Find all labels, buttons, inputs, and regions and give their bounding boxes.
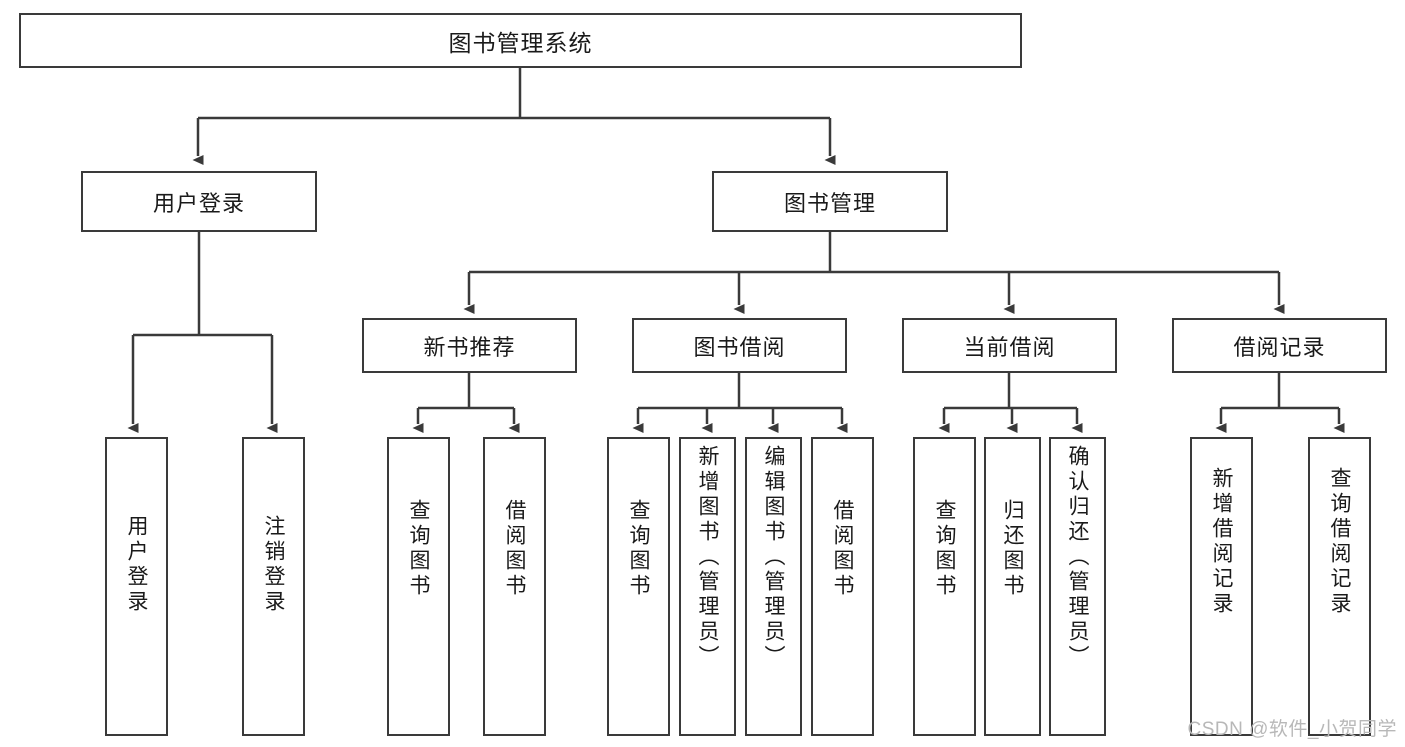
node-root[interactable]: 图书管理系统 xyxy=(19,13,1022,68)
leaf-add-record-label: 新增借阅记录 xyxy=(1210,467,1233,617)
leaf-user-login-label: 用户登录 xyxy=(125,515,148,615)
leaf-query-record-label: 查询借阅记录 xyxy=(1328,467,1351,617)
leaf-confirm-return-label: 确认归还（管理员） xyxy=(1066,445,1089,670)
node-current-borrow-label: 当前借阅 xyxy=(963,334,1056,360)
leaf-return-book-label: 归还图书 xyxy=(1001,499,1024,599)
leaf-logout-label: 注销登录 xyxy=(262,515,285,615)
node-book-borrow[interactable]: 图书借阅 xyxy=(632,318,847,373)
leaf-edit-book-label: 编辑图书（管理员） xyxy=(762,445,785,670)
leaf-borrow-book-2-label: 借阅图书 xyxy=(831,499,854,599)
leaf-logout[interactable]: 注销登录 xyxy=(242,437,305,736)
leaf-add-book[interactable]: 新增图书（管理员） xyxy=(679,437,736,736)
node-borrow-record[interactable]: 借阅记录 xyxy=(1172,318,1387,373)
leaf-edit-book[interactable]: 编辑图书（管理员） xyxy=(745,437,802,736)
node-new-book-rec[interactable]: 新书推荐 xyxy=(362,318,577,373)
node-borrow-record-label: 借阅记录 xyxy=(1233,334,1326,360)
leaf-query-book-2-label: 查询图书 xyxy=(627,499,650,599)
leaf-query-book-2[interactable]: 查询图书 xyxy=(607,437,670,736)
leaf-return-book[interactable]: 归还图书 xyxy=(984,437,1041,736)
leaf-add-record[interactable]: 新增借阅记录 xyxy=(1190,437,1253,736)
leaf-confirm-return[interactable]: 确认归还（管理员） xyxy=(1049,437,1106,736)
leaf-query-book-1[interactable]: 查询图书 xyxy=(387,437,450,736)
node-user-login[interactable]: 用户登录 xyxy=(81,171,317,232)
leaf-query-book-1-label: 查询图书 xyxy=(407,499,430,599)
node-user-login-label: 用户登录 xyxy=(152,190,245,216)
leaf-add-book-label: 新增图书（管理员） xyxy=(696,445,719,670)
node-book-manage-label: 图书管理 xyxy=(783,190,876,216)
node-current-borrow[interactable]: 当前借阅 xyxy=(902,318,1117,373)
leaf-borrow-book-1-label: 借阅图书 xyxy=(503,499,526,599)
node-new-book-rec-label: 新书推荐 xyxy=(423,334,516,360)
leaf-user-login[interactable]: 用户登录 xyxy=(105,437,168,736)
node-book-borrow-label: 图书借阅 xyxy=(693,334,786,360)
node-root-label: 图书管理系统 xyxy=(448,29,593,56)
leaf-query-book-3-label: 查询图书 xyxy=(933,499,956,599)
leaf-borrow-book-2[interactable]: 借阅图书 xyxy=(811,437,874,736)
leaf-query-record[interactable]: 查询借阅记录 xyxy=(1308,437,1371,736)
leaf-borrow-book-1[interactable]: 借阅图书 xyxy=(483,437,546,736)
node-book-manage[interactable]: 图书管理 xyxy=(712,171,948,232)
leaf-query-book-3[interactable]: 查询图书 xyxy=(913,437,976,736)
watermark-text: CSDN @软件_小贺同学 xyxy=(1187,719,1397,740)
